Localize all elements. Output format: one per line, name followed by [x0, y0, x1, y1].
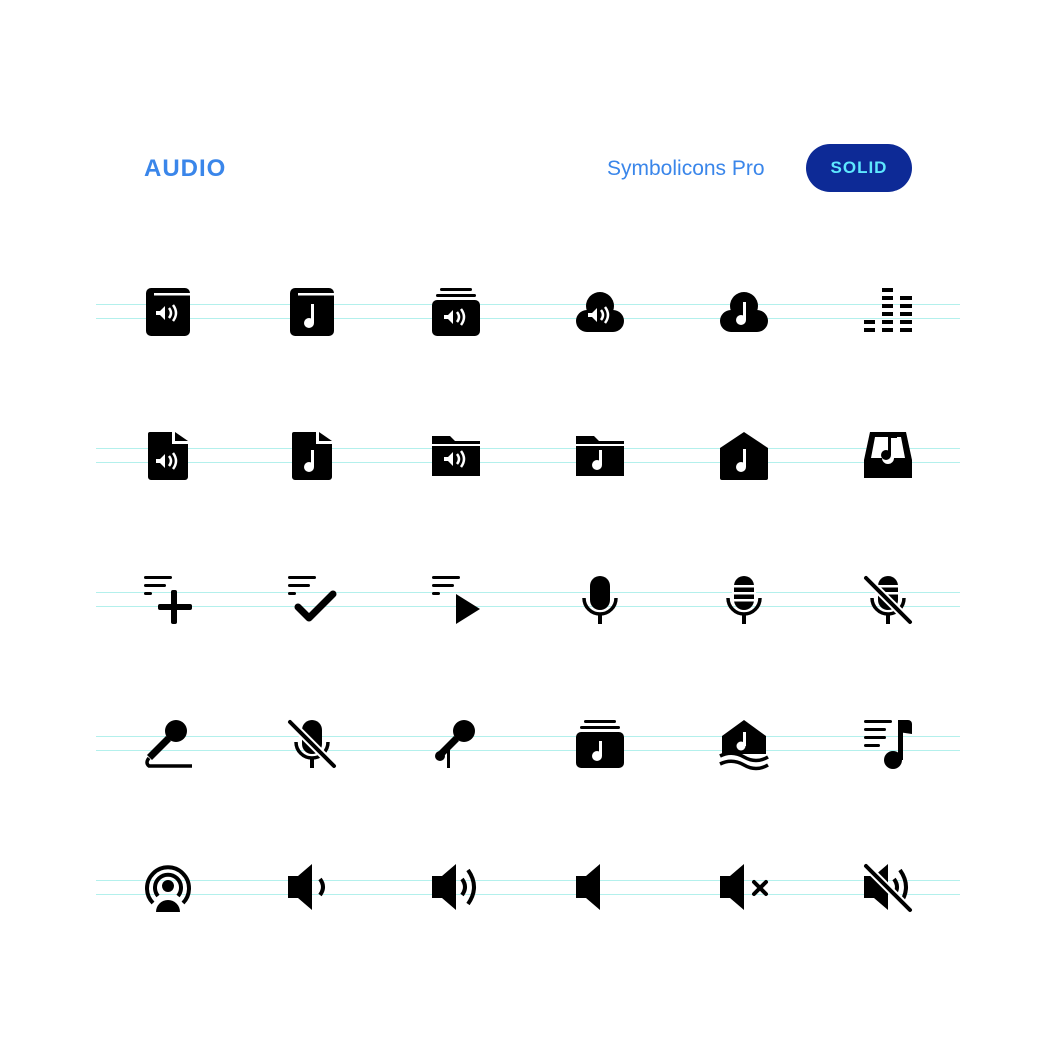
- handheld-microphone-icon[interactable]: [432, 720, 480, 768]
- volume-silent-icon[interactable]: [576, 864, 624, 912]
- audio-cloud-icon[interactable]: [576, 288, 624, 336]
- guide-line: [96, 606, 960, 607]
- audio-book-icon[interactable]: [144, 288, 192, 336]
- audio-file-icon[interactable]: [144, 432, 192, 480]
- music-album-stack-icon[interactable]: [576, 720, 624, 768]
- music-cloud-icon[interactable]: [720, 288, 768, 336]
- karaoke-microphone-icon[interactable]: [144, 720, 192, 768]
- guide-line: [96, 750, 960, 751]
- music-folder-icon[interactable]: [576, 432, 624, 480]
- volume-off-icon[interactable]: [863, 863, 913, 913]
- audio-album-stack-icon[interactable]: [432, 288, 480, 336]
- equalizer-icon[interactable]: [864, 288, 912, 336]
- music-pool-icon[interactable]: [719, 720, 769, 771]
- guide-line: [96, 736, 960, 737]
- guide-line: [96, 894, 960, 895]
- music-inbox-icon[interactable]: [864, 432, 912, 480]
- playlist-check-icon[interactable]: [288, 576, 337, 624]
- guide-line: [96, 462, 960, 463]
- guide-line: [96, 304, 960, 305]
- volume-low-icon[interactable]: [288, 864, 336, 912]
- podcast-icon[interactable]: [144, 864, 192, 912]
- guide-line: [96, 592, 960, 593]
- style-badge[interactable]: SOLID: [806, 144, 912, 192]
- music-file-icon[interactable]: [288, 432, 336, 480]
- page-title: AUDIO: [144, 155, 227, 182]
- playlist-music-icon[interactable]: [864, 720, 912, 769]
- volume-mute-icon[interactable]: [720, 864, 768, 912]
- music-book-icon[interactable]: [288, 288, 336, 336]
- guide-line: [96, 318, 960, 319]
- studio-microphone-icon[interactable]: [720, 576, 768, 624]
- microphone-off-icon[interactable]: [287, 719, 337, 769]
- brand-label: Symbolicons Pro: [607, 157, 765, 180]
- playlist-play-icon[interactable]: [432, 576, 480, 624]
- guide-line: [96, 880, 960, 881]
- studio-microphone-off-icon[interactable]: [863, 575, 913, 625]
- audio-folder-icon[interactable]: [432, 432, 480, 480]
- volume-high-icon[interactable]: [432, 864, 480, 912]
- guide-line: [96, 448, 960, 449]
- music-home-icon[interactable]: [720, 432, 768, 480]
- playlist-add-icon[interactable]: [144, 576, 192, 624]
- microphone-icon[interactable]: [576, 576, 624, 624]
